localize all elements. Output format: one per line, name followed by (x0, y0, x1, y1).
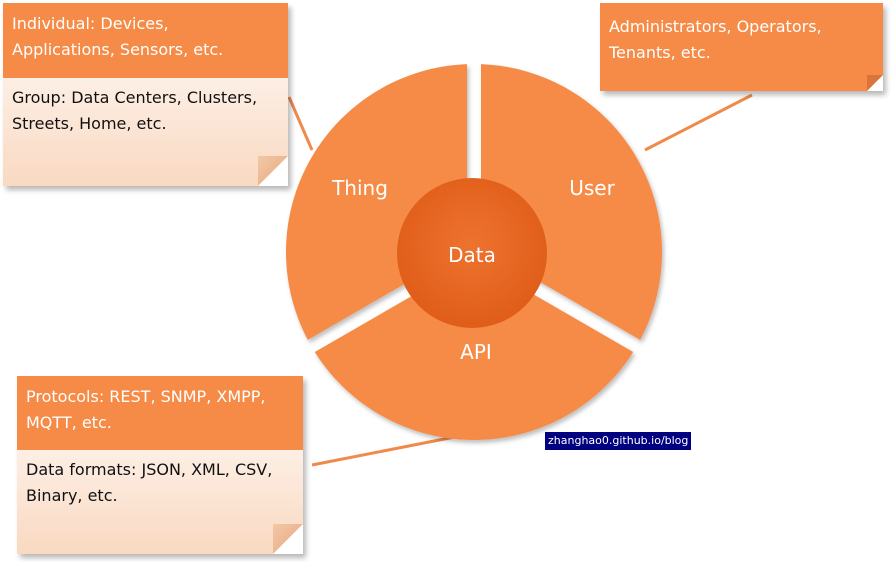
user-note-header-line: Tenants, etc. (609, 43, 711, 62)
thing-note-folded-corner (258, 156, 288, 186)
api-note-header: Protocols: REST, SNMP, XMPP, MQTT, etc. (17, 376, 303, 450)
user-note-header-line: Administrators, Operators, (609, 17, 822, 36)
api-segment (314, 260, 634, 441)
thing-note: Individual: Devices, Applications, Senso… (3, 3, 288, 186)
thing-connector-line (287, 96, 314, 151)
user-note-header: Administrators, Operators, Tenants, etc. (600, 3, 883, 91)
user-connector-line (644, 93, 753, 152)
api-segment-label: API (460, 340, 492, 364)
api-note-header-line: Protocols: REST, SNMP, XMPP, (26, 387, 266, 406)
thing-note-body: Group: Data Centers, Clusters, Streets, … (3, 78, 288, 186)
api-note: Protocols: REST, SNMP, XMPP, MQTT, etc. … (17, 376, 303, 554)
thing-note-body-line: Streets, Home, etc. (12, 114, 167, 133)
thing-note-header-line: Individual: Devices, (12, 14, 169, 33)
data-center-circle (397, 178, 547, 328)
watermark-label: zhanghao0.github.io/blog (545, 432, 692, 450)
user-note-folded-corner (867, 75, 883, 91)
thing-note-header: Individual: Devices, Applications, Senso… (3, 3, 288, 78)
thing-note-header-line: Applications, Sensors, etc. (12, 40, 224, 59)
api-note-body-line: Data formats: JSON, XML, CSV, (26, 460, 273, 479)
user-note: Administrators, Operators, Tenants, etc. (600, 3, 883, 91)
api-note-body: Data formats: JSON, XML, CSV, Binary, et… (17, 450, 303, 554)
api-note-header-line: MQTT, etc. (26, 413, 112, 432)
api-note-folded-corner (273, 524, 303, 554)
thing-segment-label: Thing (331, 176, 388, 200)
data-center-label: Data (448, 243, 496, 267)
user-segment-label: User (569, 176, 615, 200)
thing-note-body-line: Group: Data Centers, Clusters, (12, 88, 258, 107)
api-note-body-line: Binary, etc. (26, 486, 118, 505)
